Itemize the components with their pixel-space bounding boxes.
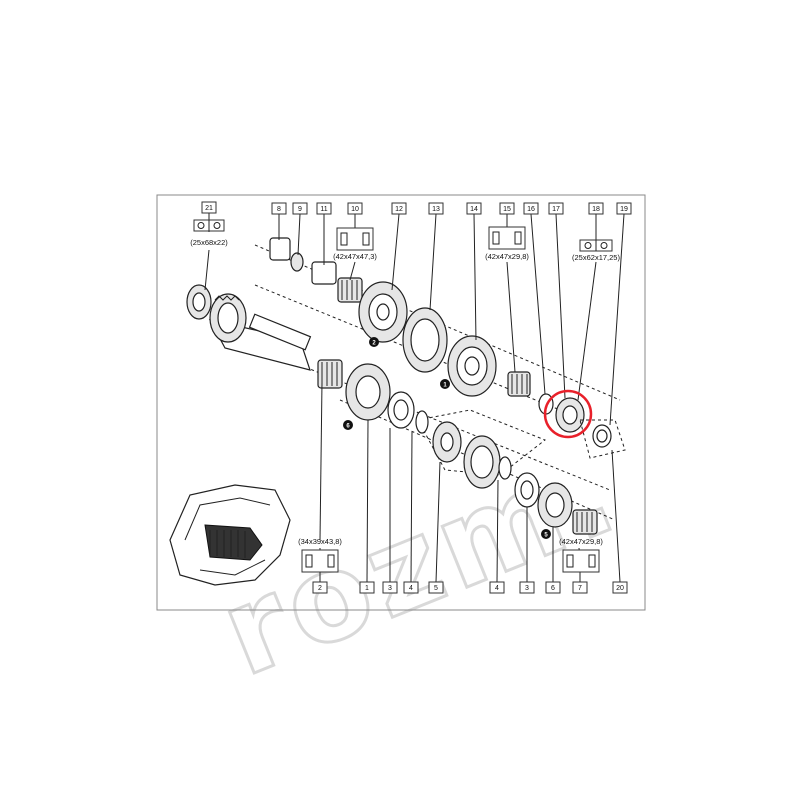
dimension-15: (42x47x29,8) [485,252,529,261]
badge-5: 5 [544,533,548,539]
callout-18: 18 [592,206,600,213]
part-14-gear [447,335,497,397]
bearing-roller-icon [197,222,205,229]
needle-roller-icon [514,231,522,245]
callout-8: 8 [277,206,281,213]
part-4-spring-b [498,456,512,480]
needle-roller-icon [340,232,348,246]
bearing-roller-icon [600,242,608,249]
badge-1: 1 [443,383,447,389]
callout-3a: 3 [388,585,392,592]
dimension-7: (42x47x29,8) [559,537,603,546]
callouts-bottom: 2 1 3 4 5 4 3 6 7 20 [312,581,628,594]
part-4-spring-a [415,410,429,434]
dimension-21: (25x68x22) [190,238,228,247]
bearing-spec-21: (25x68x22) [190,219,228,247]
diagram-frame [156,194,646,611]
dimension-18: (25x62x17,25) [572,253,620,262]
callout-2: 2 [318,585,322,592]
part-9-washer [290,252,304,272]
part-10-needle-bearing [337,277,363,303]
part-15-needle-bearing [507,371,531,397]
bearing-spec-10: (42x47x47,3) [333,227,377,261]
callout-7: 7 [578,585,582,592]
callout-19: 19 [620,206,628,213]
callout-17: 17 [552,206,560,213]
callout-14: 14 [470,206,478,213]
part-17-bearing [555,397,585,433]
primary-shaft [208,293,312,371]
part-21-bearing [186,284,212,320]
part-8-sleeve [269,237,291,261]
needle-roller-icon [492,231,500,245]
callout-15: 15 [503,206,511,213]
lower-parts [317,359,598,535]
needle-roller-icon [588,554,596,568]
callout-4b: 4 [495,585,499,592]
gearbox-housing-illustration [169,484,291,586]
callout-13: 13 [432,206,440,213]
callout-10: 10 [351,206,359,213]
dimension-2: (34x39x43,8) [298,537,342,546]
needle-roller-icon [566,554,574,568]
callouts-top: 21 8 9 11 10 12 13 14 15 16 17 18 19 [201,201,632,215]
needle-roller-icon [305,554,313,568]
bearing-spec-18: (25x62x17,25) [572,239,620,262]
gear-badges: 2 1 6 5 [343,337,551,539]
bearing-roller-icon [584,242,592,249]
needle-roller-icon [327,554,335,568]
bearing-spec-2: (34x39x43,8) [298,537,342,573]
callout-12: 12 [395,206,403,213]
callout-9: 9 [298,206,302,213]
bearing-spec-7: (42x47x29,8) [559,537,603,573]
badge-2: 2 [372,341,376,347]
bearing-roller-icon [213,222,221,229]
parts-19-washers [579,419,626,459]
bearing-spec-15: (42x47x29,8) [485,226,529,261]
needle-roller-icon [362,232,370,246]
part-2-needle-bearing [317,359,343,389]
callout-1: 1 [365,585,369,592]
parts-upper-left [269,237,363,303]
callout-20: 20 [616,585,624,592]
highlight-circle [543,389,593,439]
badge-6: 6 [346,424,350,430]
dimension-10: (42x47x47,3) [333,252,377,261]
part-11-sleeve [311,261,337,285]
callout-6: 6 [551,585,555,592]
callout-5: 5 [434,585,438,592]
callout-11: 11 [320,206,327,213]
part-13-synchro-ring [402,307,448,373]
part-12-gear [358,281,408,343]
callout-4a: 4 [409,585,413,592]
part-7-needle-bearing [572,509,598,535]
callout-16: 16 [527,206,535,213]
callout-21: 21 [205,205,213,212]
callout-3b: 3 [525,585,529,592]
